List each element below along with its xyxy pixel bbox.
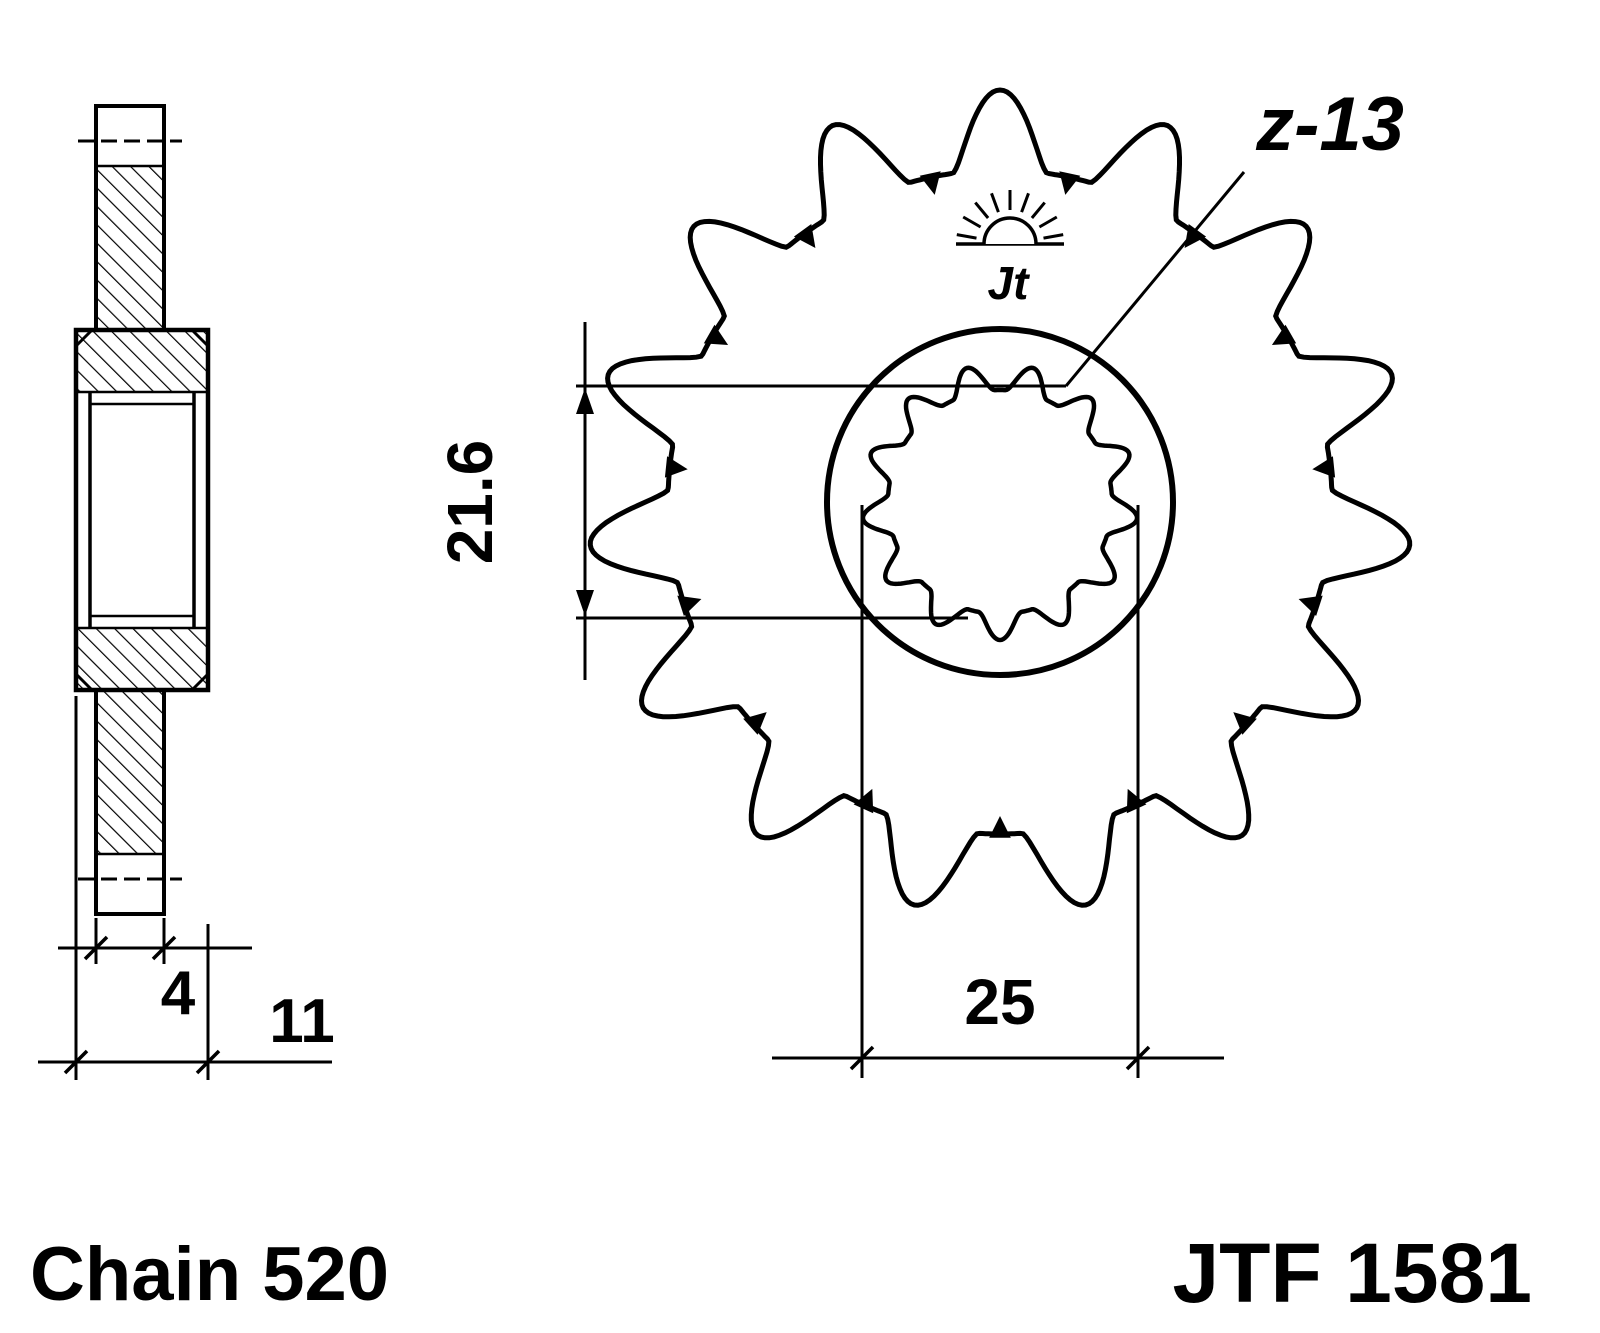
tooth-root-mark bbox=[743, 712, 767, 735]
chamfer-top-left bbox=[74, 328, 94, 348]
chain-size-label: Chain 520 bbox=[30, 1232, 389, 1317]
tooth-root-mark bbox=[1184, 224, 1207, 248]
dim25-value: 25 bbox=[964, 966, 1035, 1038]
tooth-root-mark bbox=[989, 816, 1011, 838]
tooth-root-mark bbox=[793, 224, 816, 248]
tooth-root-mark bbox=[664, 456, 688, 478]
dim25-tick-left bbox=[849, 1045, 875, 1071]
tooth-root-mark bbox=[703, 324, 729, 345]
hub-boss-circle bbox=[824, 326, 1176, 678]
sun-ray bbox=[1038, 215, 1058, 229]
chamfer-bottom-left bbox=[74, 672, 94, 692]
tooth-root-mark bbox=[1312, 456, 1336, 478]
sun-ray bbox=[1020, 192, 1030, 213]
tooth-root-mark bbox=[919, 171, 941, 195]
dim4-value: 4 bbox=[161, 959, 196, 1028]
sun-ray bbox=[974, 201, 990, 219]
tooth-root-mark bbox=[1271, 324, 1297, 345]
lower-shaft-outline bbox=[94, 688, 166, 916]
spline-count-label: z-13 bbox=[1255, 82, 1404, 167]
logo-sun-icon bbox=[982, 216, 1038, 245]
dim216-value: 21.6 bbox=[434, 440, 506, 565]
sun-ray bbox=[1030, 201, 1046, 219]
logo-text: Jt bbox=[988, 257, 1031, 309]
part-number-label: JTF 1581 bbox=[1172, 1226, 1532, 1320]
dim11-tick-right bbox=[195, 1049, 221, 1075]
spline-count-leader-line bbox=[1064, 171, 1246, 387]
logo-sun-rays bbox=[956, 190, 1064, 240]
jt-logo: Jt bbox=[956, 190, 1064, 309]
dim4-tick-left bbox=[83, 935, 109, 961]
dim11-value: 11 bbox=[269, 987, 335, 1056]
side-view: 4 11 bbox=[38, 104, 335, 1080]
chamfer-top-right bbox=[190, 328, 210, 348]
sun-ray bbox=[990, 192, 1000, 213]
sun-ray bbox=[962, 215, 982, 229]
spline-bore bbox=[860, 365, 1140, 643]
tooth-root-mark bbox=[677, 595, 702, 616]
tooth-root-mark bbox=[1298, 595, 1323, 616]
tooth-root-mark bbox=[1059, 171, 1081, 195]
sun-ray bbox=[1043, 233, 1064, 240]
dim4-tick-right bbox=[151, 935, 177, 961]
hub-hatch-top bbox=[74, 328, 210, 394]
hub-hatch-bottom bbox=[74, 626, 210, 692]
front-view: 21.6 25 z-13 Jt bbox=[434, 82, 1413, 1078]
chamfer-bottom-right bbox=[190, 672, 210, 692]
dim216-arrow-down bbox=[576, 590, 594, 616]
dim11-tick-left bbox=[63, 1049, 89, 1075]
lower-shaft-hatch bbox=[94, 688, 166, 856]
dim216-arrow-up bbox=[576, 388, 594, 414]
upper-shaft-hatch bbox=[94, 164, 166, 332]
sun-ray bbox=[956, 233, 977, 240]
tooth-root-mark bbox=[1233, 712, 1257, 735]
dim25-tick-right bbox=[1125, 1045, 1151, 1071]
